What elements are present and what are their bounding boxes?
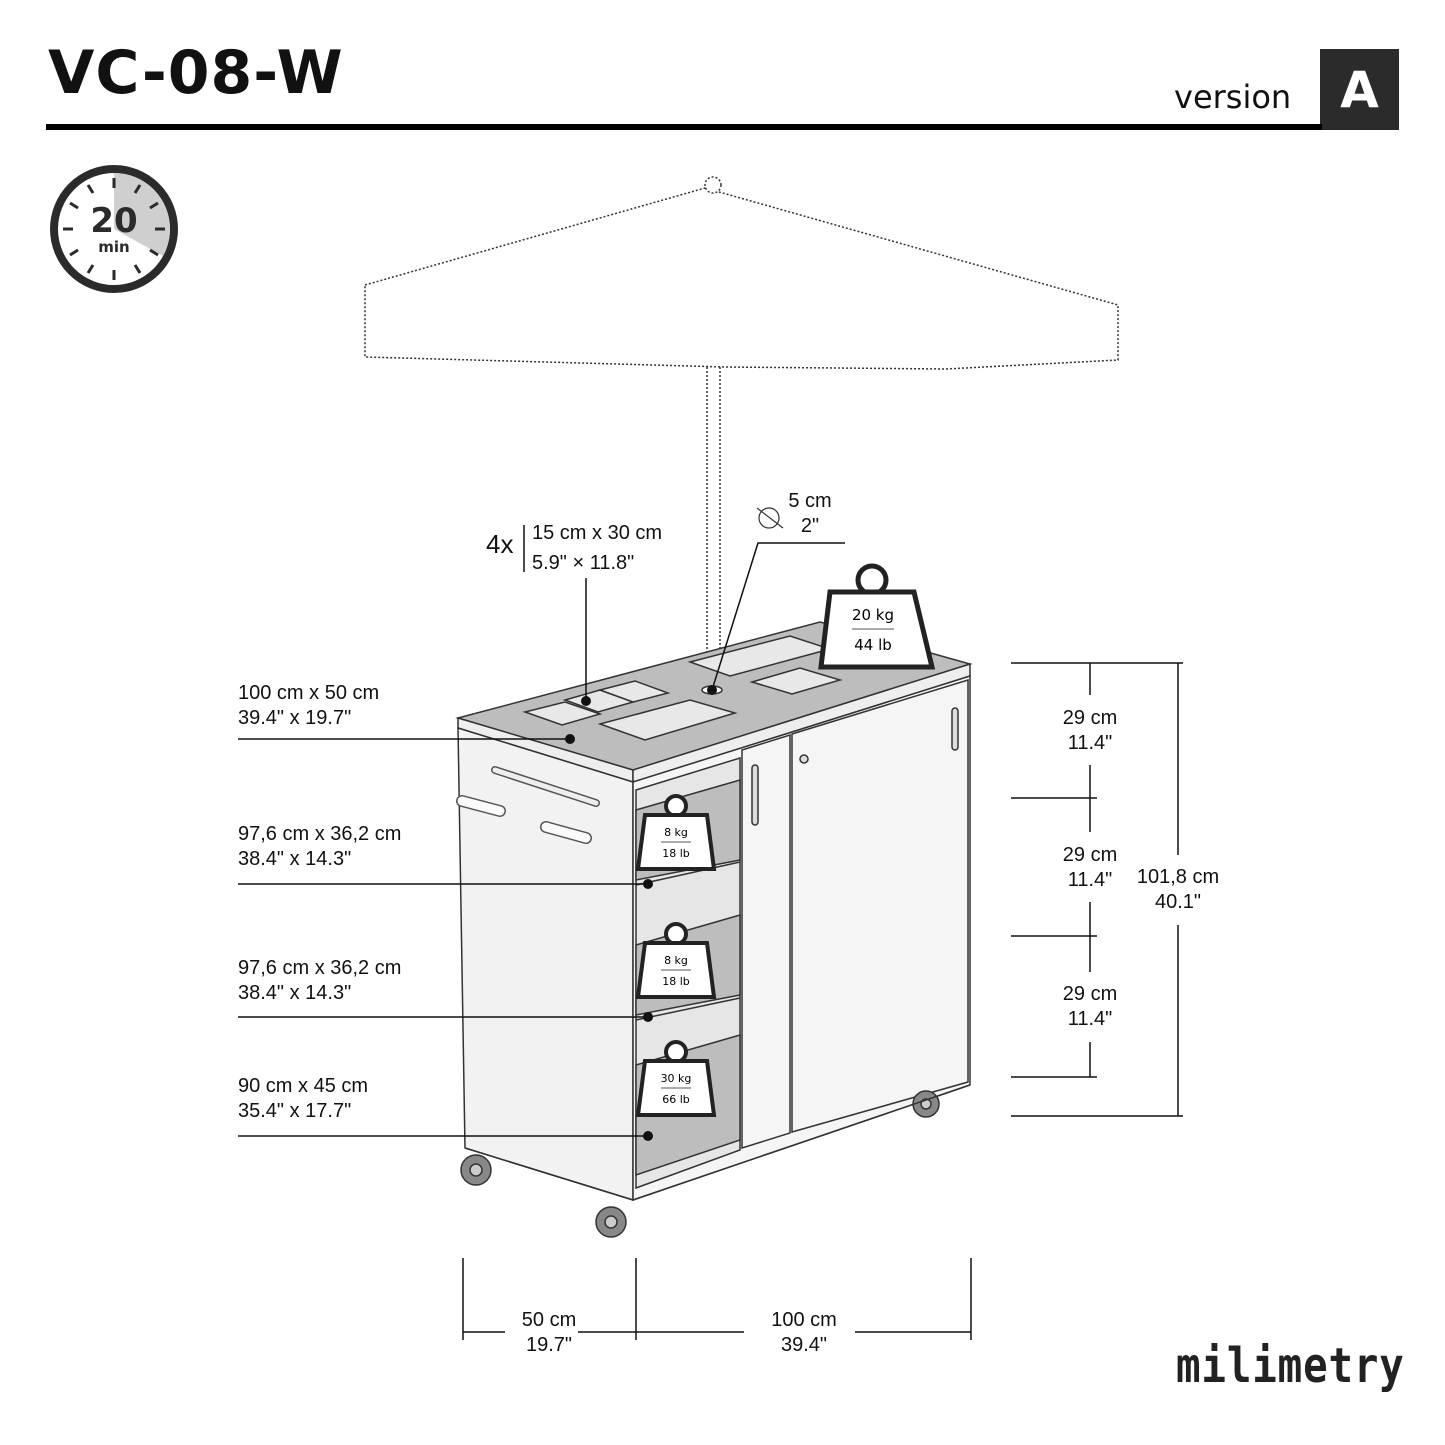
section1-height-metric: 29 cm	[1062, 707, 1118, 729]
weight-icon-top: 20 kg 44 lb	[818, 563, 936, 670]
hole-diameter-metric: 5 cm	[788, 490, 832, 512]
version-label: version	[1174, 78, 1292, 116]
product-title: VC-08-W	[48, 38, 344, 108]
bottom-size-metric: 90 cm x 45 cm	[238, 1075, 369, 1097]
timer-unit: min	[98, 238, 129, 256]
section2-height-metric: 29 cm	[1062, 844, 1118, 866]
weight-icon-shelf1: 8 kg 18 lb	[635, 794, 717, 871]
width-imperial: 39.4"	[780, 1334, 828, 1356]
hole-diameter-imperial: 2"	[800, 515, 820, 537]
load-bottom-metric: 30 kg	[661, 1072, 692, 1085]
diameter-icon	[756, 507, 784, 529]
section1-height-imperial: 11.4"	[1067, 732, 1113, 754]
load-shelf1-imperial: 18 lb	[662, 847, 690, 860]
load-shelf1-metric: 8 kg	[664, 826, 688, 839]
total-height-metric: 101,8 cm	[1136, 866, 1220, 888]
load-top-imperial: 44 lb	[854, 636, 892, 654]
load-shelf2-imperial: 18 lb	[662, 975, 690, 988]
section3-height-imperial: 11.4"	[1067, 1008, 1113, 1030]
bottom-size-imperial: 35.4" x 17.7"	[238, 1100, 352, 1122]
header-divider	[46, 124, 1322, 130]
load-top-metric: 20 kg	[852, 606, 894, 624]
container-count: 4x	[486, 529, 514, 559]
container-size-metric: 15 cm x 30 cm	[532, 522, 663, 544]
weight-icon-shelf2: 8 kg 18 lb	[635, 922, 717, 999]
section3-height-metric: 29 cm	[1062, 983, 1118, 1005]
total-height-imperial: 40.1"	[1154, 891, 1202, 913]
height-dimension-lines	[1011, 662, 1183, 1117]
stopwatch-icon: 20 min	[50, 165, 178, 293]
leader-lines	[238, 525, 845, 1137]
depth-metric: 50 cm	[521, 1309, 577, 1331]
shelf1-size-imperial: 38.4" x 14.3"	[238, 848, 352, 870]
top-size-imperial: 39.4" x 19.7"	[238, 707, 352, 729]
load-bottom-imperial: 66 lb	[662, 1093, 690, 1106]
weight-icon-bottom: 30 kg 66 lb	[635, 1040, 717, 1117]
brand-logo: milimetry	[1176, 1338, 1405, 1394]
section2-height-imperial: 11.4"	[1067, 869, 1113, 891]
timer-value: 20	[90, 201, 137, 241]
load-shelf2-metric: 8 kg	[664, 954, 688, 967]
shelf2-size-metric: 97,6 cm x 36,2 cm	[238, 957, 402, 979]
depth-imperial: 19.7"	[525, 1334, 573, 1356]
shelf1-size-metric: 97,6 cm x 36,2 cm	[238, 823, 402, 845]
version-badge: A	[1320, 49, 1399, 130]
top-size-metric: 100 cm x 50 cm	[238, 682, 380, 704]
width-metric: 100 cm	[771, 1309, 837, 1331]
shelf2-size-imperial: 38.4" x 14.3"	[238, 982, 352, 1004]
cart	[455, 621, 973, 1238]
width-dimension-lines	[462, 1258, 972, 1340]
container-size-imperial: 5.9" × 11.8"	[532, 552, 635, 574]
